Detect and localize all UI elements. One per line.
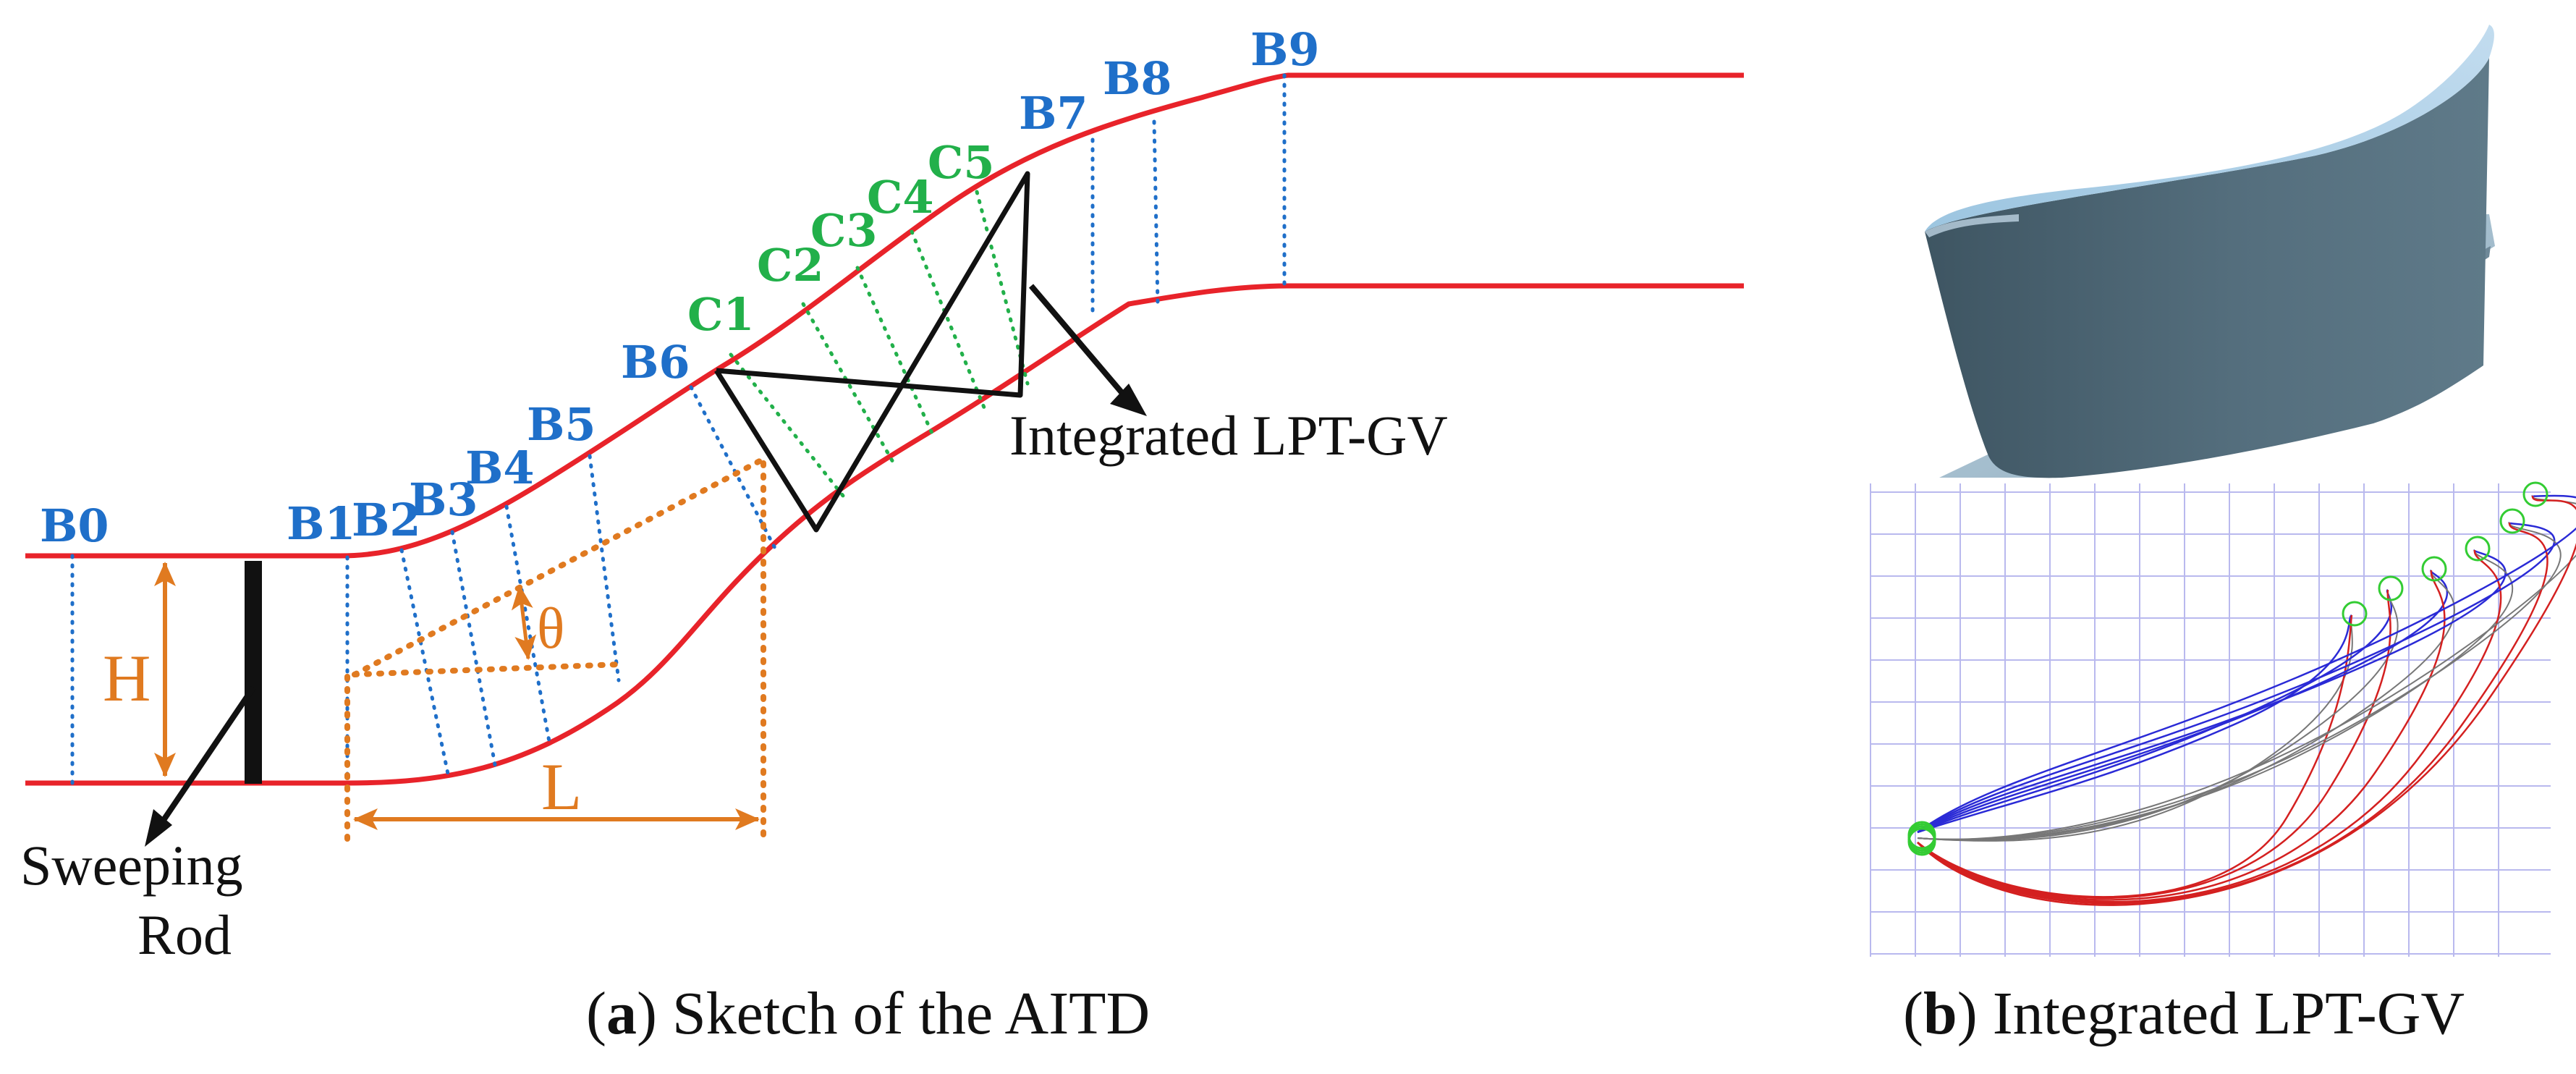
profile-suction-curve bbox=[1917, 614, 2352, 834]
leading-edge-circle bbox=[1907, 827, 1936, 856]
trailing-edge-circle bbox=[2378, 575, 2404, 601]
profile-pressure-curve bbox=[1917, 614, 2353, 898]
vane-outline bbox=[714, 171, 1030, 533]
station-label-b9: B9 bbox=[1250, 23, 1320, 76]
angle-slope-line bbox=[352, 458, 763, 677]
vane-callout-text: Integrated LPT-GV bbox=[1009, 404, 1448, 467]
profile-pressure-curve bbox=[1917, 589, 2391, 899]
profile-camber-curve bbox=[1917, 522, 2562, 840]
station-label-b2: B2 bbox=[352, 494, 421, 546]
station-line-b2 bbox=[399, 548, 451, 779]
blade-top-face bbox=[1925, 25, 2494, 232]
station-label-b6: B6 bbox=[621, 336, 690, 389]
duct-upper-wall bbox=[25, 72, 1744, 559]
vane-callout-arrow bbox=[1028, 284, 1128, 399]
blade-lines bbox=[729, 190, 1030, 498]
trailing-edge-circle bbox=[2342, 601, 2368, 627]
rod-callout-arrowhead bbox=[145, 809, 172, 847]
profile-camber-curve bbox=[1917, 589, 2399, 842]
profile-pressure-curve bbox=[1917, 549, 2502, 903]
profile-suction-curve bbox=[1917, 494, 2576, 834]
caption-b: (b) Integrated LPT-GV bbox=[1903, 980, 2465, 1047]
blade-line-c3 bbox=[855, 266, 936, 439]
panel-a-duct-sketch: B0 B1 B2 B3 B4 B5 B6 B7 B8 B9 C1 C2 C3 C… bbox=[20, 23, 1744, 1047]
dimension-geometry bbox=[154, 458, 766, 842]
angle-base-line bbox=[352, 661, 622, 677]
blade-profiles bbox=[1907, 481, 2576, 906]
trailing-edge-circle bbox=[2522, 481, 2549, 507]
blade-label-c4: C4 bbox=[867, 171, 934, 224]
blade-label-c5: C5 bbox=[928, 136, 995, 189]
profile-camber-curve bbox=[1917, 614, 2353, 842]
caption-a: (a) Sketch of the AITD bbox=[586, 980, 1150, 1047]
blade-3d-render bbox=[1925, 25, 2495, 478]
blade-line-c4 bbox=[910, 229, 986, 410]
station-label-b4: B4 bbox=[465, 441, 535, 494]
station-label-b1: B1 bbox=[287, 497, 356, 550]
blade-profile-plot bbox=[1870, 481, 2576, 957]
station-line-b5 bbox=[588, 454, 621, 682]
blade-label-c1: C1 bbox=[687, 288, 755, 341]
theta-arrow bbox=[511, 585, 537, 660]
profile-pressure-curve bbox=[1917, 495, 2576, 906]
station-label-b8: B8 bbox=[1103, 52, 1172, 105]
blade-line-c2 bbox=[801, 302, 896, 465]
station-line-b8 bbox=[1152, 119, 1160, 308]
profile-pressure-curve bbox=[1917, 522, 2549, 905]
trailing-edge-circle bbox=[2499, 508, 2525, 534]
blade-top-highlight bbox=[1925, 214, 2019, 237]
station-label-b7: B7 bbox=[1019, 87, 1088, 140]
blade-label-c3: C3 bbox=[810, 204, 878, 257]
blade-front-face bbox=[1925, 58, 2489, 478]
station-line-b3 bbox=[450, 530, 498, 771]
height-label: H bbox=[103, 641, 151, 715]
rod-callout-line1: Sweeping bbox=[20, 834, 243, 897]
rod-callout-arrow bbox=[155, 685, 256, 831]
sweeping-rod bbox=[245, 561, 262, 784]
angle-label: θ bbox=[537, 597, 564, 661]
trailing-edge-circle bbox=[2421, 556, 2447, 582]
station-label-b0: B0 bbox=[40, 499, 109, 552]
blade-line-c1 bbox=[729, 352, 845, 498]
rod-callout-line2: Rod bbox=[137, 903, 232, 966]
station-line-b6 bbox=[689, 385, 780, 556]
vane-callout-arrowhead bbox=[1110, 384, 1147, 416]
station-label-b3: B3 bbox=[409, 473, 478, 526]
profile-pressure-curve bbox=[1917, 570, 2446, 901]
blade-label-c2: C2 bbox=[757, 239, 824, 292]
length-label: L bbox=[541, 750, 582, 824]
station-label-b5: B5 bbox=[527, 398, 596, 451]
profile-suction-curve bbox=[1917, 588, 2393, 834]
profile-suction-curve bbox=[1917, 521, 2556, 834]
profile-camber-curve bbox=[1917, 549, 2514, 841]
profile-suction-curve bbox=[1917, 549, 2507, 834]
trailing-edge-circle bbox=[2465, 536, 2491, 562]
duct-lower-wall bbox=[25, 283, 1744, 786]
